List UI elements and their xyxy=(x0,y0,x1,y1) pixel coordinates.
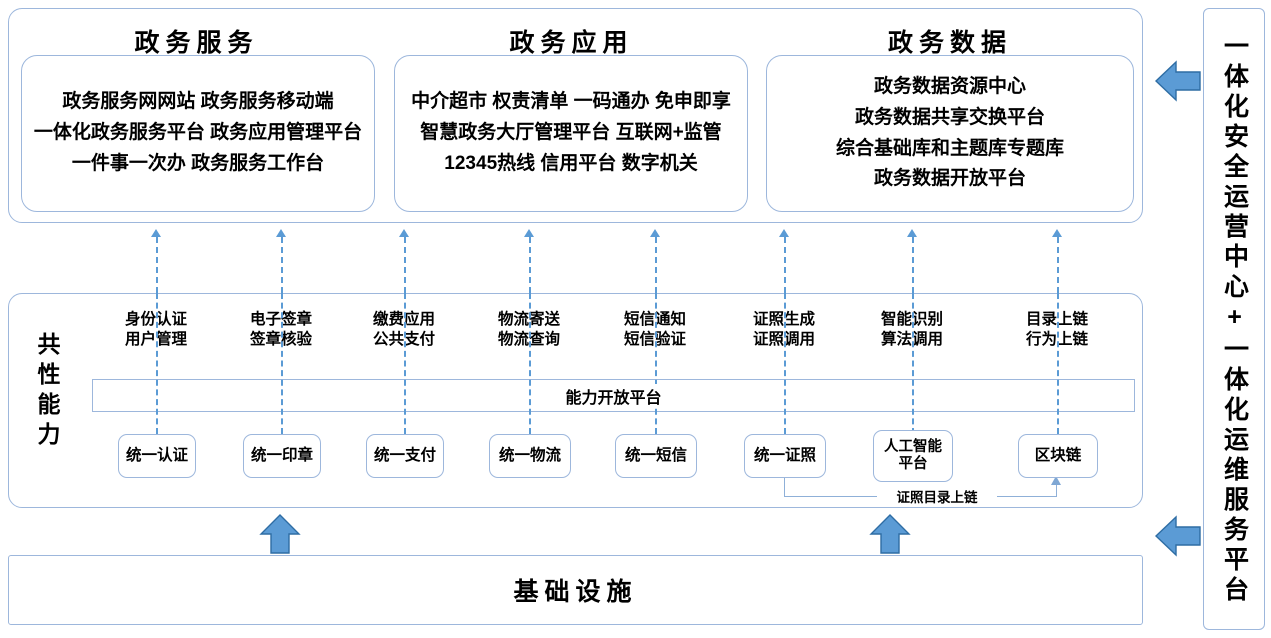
dashed-up-arrow-line-5 xyxy=(655,237,657,293)
capability-label-6-line-1: 证照生成 xyxy=(752,311,815,328)
capability-label-8-line-1: 目录上链 xyxy=(1025,311,1088,328)
data-box: 政务数据资源中心 政务数据共享交换平台 综合基础库和主题库专题库 政务数据开放平… xyxy=(766,55,1134,212)
capability-dashed-line-8 xyxy=(1057,293,1059,434)
dashed-up-arrow-head-8 xyxy=(1052,229,1062,237)
dashed-up-arrow-head-7 xyxy=(907,229,917,237)
capability-box-3[interactable]: 统一支付 xyxy=(366,434,444,478)
capability-box-8-label: 区块链 xyxy=(1034,446,1082,464)
license-chain-connector-label: 证照目录上链 xyxy=(877,486,997,506)
left-arrow-icon-bottom xyxy=(1154,515,1201,557)
capability-box-4-label: 统一物流 xyxy=(498,446,561,464)
capability-label-1-line-2: 用户管理 xyxy=(124,331,187,349)
data-line-1: 政务数据资源中心 xyxy=(873,75,1026,97)
capability-box-6-label: 统一证照 xyxy=(753,446,816,464)
dashed-up-arrow-head-6 xyxy=(779,229,789,237)
capability-dashed-line-1 xyxy=(156,293,158,434)
capability-label-4-line-1: 物流寄送 xyxy=(497,311,560,328)
capability-dashed-line-2 xyxy=(281,293,283,434)
common-capability-label: 共性能力 xyxy=(37,331,61,447)
capability-box-5-label: 统一短信 xyxy=(624,446,687,464)
capability-label-4: 物流寄送物流查询 xyxy=(469,310,589,350)
capability-box-2[interactable]: 统一印章 xyxy=(243,434,321,478)
capability-dashed-line-3 xyxy=(404,293,406,434)
capability-label-7-line-2: 算法调用 xyxy=(880,331,943,349)
dashed-up-arrow-line-3 xyxy=(404,237,406,293)
capability-label-2-line-2: 签章核验 xyxy=(249,331,312,349)
security-ops-panel: 一体化安全运营中心+一体化运维服务平台 xyxy=(1203,8,1265,630)
services-line-3: 一件事一次办 政务服务工作台 xyxy=(71,152,325,174)
license-chain-connector-segment-right-a xyxy=(784,496,919,497)
capability-label-8: 目录上链行为上链 xyxy=(997,310,1117,350)
column-title-applications: 政务应用 xyxy=(509,29,634,57)
data-line-3: 综合基础库和主题库专题库 xyxy=(835,137,1064,159)
capability-label-3-line-1: 缴费应用 xyxy=(372,311,435,328)
capability-label-5: 短信通知短信验证 xyxy=(595,310,715,350)
dashed-up-arrow-line-8 xyxy=(1057,237,1059,293)
capability-label-3: 缴费应用公共支付 xyxy=(344,310,464,350)
capability-open-platform-label: 能力开放平台 xyxy=(559,383,668,408)
up-arrow-icon-right xyxy=(869,514,911,554)
capability-label-3-line-2: 公共支付 xyxy=(372,331,435,349)
capability-dashed-line-5 xyxy=(655,293,657,434)
security-ops-label: 一体化安全运营中心+一体化运维服务平台 xyxy=(1220,32,1249,606)
capability-box-8[interactable]: 区块链 xyxy=(1018,434,1098,478)
services-line-1: 政务服务网网站 政务服务移动端 xyxy=(62,91,334,113)
capability-box-4[interactable]: 统一物流 xyxy=(489,434,571,478)
capability-label-1-line-1: 身份认证 xyxy=(124,311,187,328)
capability-label-2-line-1: 电子签章 xyxy=(249,311,312,328)
license-chain-arrow-icon xyxy=(1051,476,1061,485)
left-arrow-icon-top xyxy=(1154,60,1201,102)
dashed-up-arrow-line-7 xyxy=(912,237,914,293)
dashed-up-arrow-head-4 xyxy=(524,229,534,237)
capability-label-7-line-1: 智能识别 xyxy=(880,311,943,328)
capability-label-5-line-1: 短信通知 xyxy=(623,311,686,328)
applications-line-2: 智慧政务大厅管理平台 互联网+监管 xyxy=(420,122,722,144)
dashed-up-arrow-line-2 xyxy=(281,237,283,293)
applications-line-1: 中介超市 权责清单 一码通办 免申即享 xyxy=(411,91,731,113)
government-top-layer: 政务服务 政务应用 政务数据 政务服务网网站 政务服务移动端 一体化政务服务平台… xyxy=(8,8,1143,223)
services-box: 政务服务网网站 政务服务移动端 一体化政务服务平台 政务应用管理平台 一件事一次… xyxy=(21,55,375,212)
capability-box-1[interactable]: 统一认证 xyxy=(118,434,196,478)
dashed-up-arrow-head-1 xyxy=(151,229,161,237)
capability-label-1: 身份认证用户管理 xyxy=(96,310,216,350)
license-chain-connector-segment-up xyxy=(1056,484,1057,497)
infrastructure-bar: 基础设施 xyxy=(8,555,1143,625)
applications-box: 中介超市 权责清单 一码通办 免申即享 智慧政务大厅管理平台 互联网+监管 12… xyxy=(394,55,748,212)
dashed-up-arrow-head-3 xyxy=(399,229,409,237)
data-line-2: 政务数据共享交换平台 xyxy=(854,106,1045,128)
capability-dashed-line-4 xyxy=(529,293,531,434)
infrastructure-label: 基础设施 xyxy=(513,578,638,606)
capability-box-1-label: 统一认证 xyxy=(125,446,188,464)
capability-box-5[interactable]: 统一短信 xyxy=(615,434,697,478)
capability-label-5-line-2: 短信验证 xyxy=(623,331,686,349)
capability-label-2: 电子签章签章核验 xyxy=(221,310,341,350)
capability-box-7[interactable]: 人工智能平台 xyxy=(873,430,953,482)
data-line-4: 政务数据开放平台 xyxy=(873,168,1026,190)
license-chain-connector-segment-down xyxy=(784,476,785,497)
capability-open-platform-band: 能力开放平台 xyxy=(92,379,1135,412)
capability-label-8-line-2: 行为上链 xyxy=(1025,331,1088,349)
dashed-up-arrow-head-2 xyxy=(276,229,286,237)
dashed-up-arrow-line-4 xyxy=(529,237,531,293)
dashed-up-arrow-line-1 xyxy=(156,237,158,293)
dashed-up-arrow-head-5 xyxy=(650,229,660,237)
capability-dashed-line-6 xyxy=(784,293,786,434)
capability-label-6: 证照生成证照调用 xyxy=(724,310,844,350)
column-title-services: 政务服务 xyxy=(134,29,259,57)
capability-label-6-line-2: 证照调用 xyxy=(752,331,815,349)
capability-box-6[interactable]: 统一证照 xyxy=(744,434,826,478)
up-arrow-icon-left xyxy=(259,514,301,554)
capability-label-7: 智能识别算法调用 xyxy=(852,310,972,350)
applications-line-3: 12345热线 信用平台 数字机关 xyxy=(444,152,698,174)
capability-label-4-line-2: 物流查询 xyxy=(497,331,560,349)
services-line-2: 一体化政务服务平台 政务应用管理平台 xyxy=(33,122,363,144)
capability-box-3-label: 统一支付 xyxy=(373,446,436,464)
capability-dashed-line-7 xyxy=(912,293,914,434)
license-chain-connector-segment-right-b xyxy=(995,496,1057,497)
capability-box-2-label: 统一印章 xyxy=(250,446,313,464)
dashed-up-arrow-line-6 xyxy=(784,237,786,293)
capability-box-7-label: 人工智能平台 xyxy=(884,438,942,472)
column-title-data: 政务数据 xyxy=(887,29,1012,57)
